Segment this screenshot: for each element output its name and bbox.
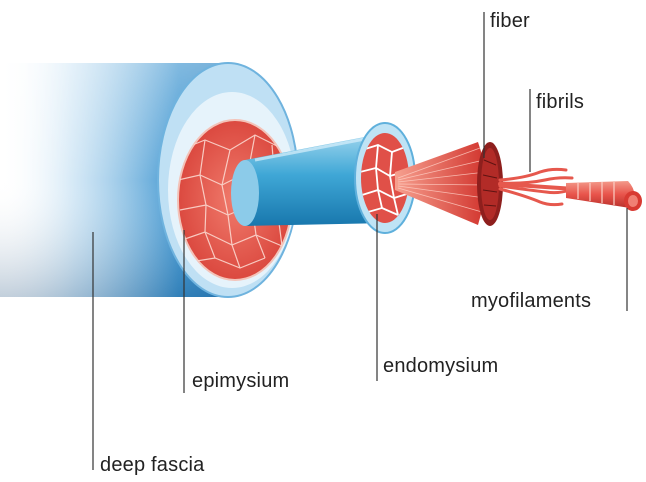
label-fibrils: fibrils (536, 91, 584, 114)
label-deep-fascia: deep fascia (100, 454, 205, 477)
label-epimysium: epimysium (192, 370, 289, 393)
label-myofilaments: myofilaments (471, 290, 591, 313)
myofilament-rod (566, 181, 642, 211)
label-fiber: fiber (490, 10, 530, 33)
label-endomysium: endomysium (383, 355, 498, 378)
